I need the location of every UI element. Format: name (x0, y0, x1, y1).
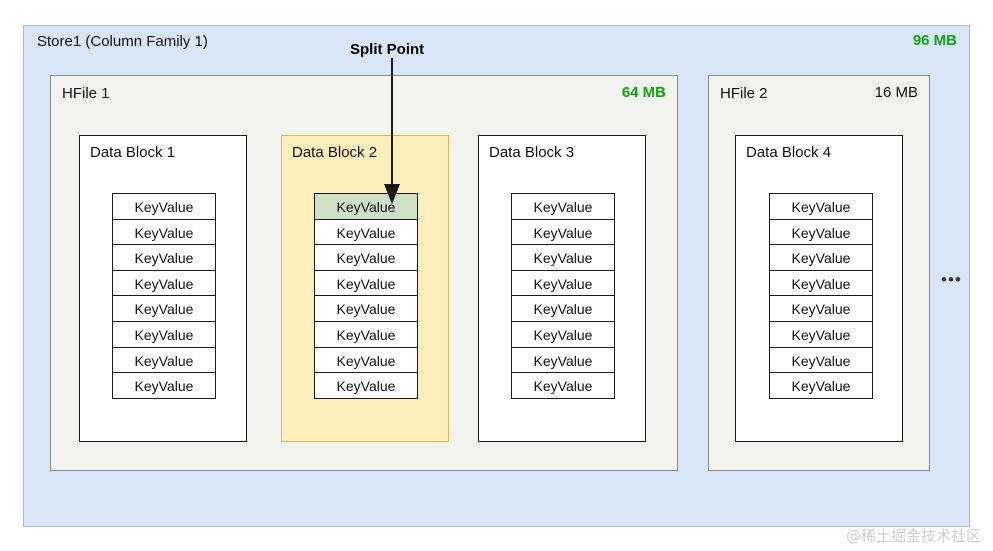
keyvalue-cell: KeyValue (314, 295, 418, 323)
keyvalue-cell: KeyValue (511, 295, 615, 323)
hfile-2-title: HFile 2 (720, 85, 768, 102)
keyvalue-cell: KeyValue (112, 269, 216, 297)
keyvalue-cell: KeyValue (112, 346, 216, 374)
keyvalue-cell: KeyValue (314, 372, 418, 400)
keyvalue-cell: KeyValue (511, 193, 615, 220)
keyvalue-cell-split: KeyValue (314, 193, 418, 220)
keyvalue-cell: KeyValue (769, 269, 873, 297)
more-hfiles-ellipsis: ••• (941, 270, 962, 289)
keyvalue-cell: KeyValue (314, 218, 418, 246)
data-block-4-title: Data Block 4 (746, 144, 832, 161)
keyvalue-cell: KeyValue (769, 193, 873, 220)
store-title: Store1 (Column Family 1) (37, 33, 208, 50)
keyvalue-cell: KeyValue (112, 295, 216, 323)
keyvalue-cell: KeyValue (314, 321, 418, 349)
hfile-1-title: HFile 1 (62, 85, 110, 102)
keyvalue-cell: KeyValue (511, 346, 615, 374)
keyvalue-cell: KeyValue (314, 244, 418, 272)
keyvalue-cell: KeyValue (769, 244, 873, 272)
keyvalue-cell: KeyValue (769, 321, 873, 349)
data-block-1-title: Data Block 1 (90, 144, 176, 161)
keyvalue-cell: KeyValue (112, 372, 216, 400)
keyvalue-cell: KeyValue (511, 218, 615, 246)
keyvalue-cell: KeyValue (511, 244, 615, 272)
keyvalue-cell: KeyValue (769, 218, 873, 246)
keyvalue-cell: KeyValue (769, 372, 873, 400)
keyvalue-cell: KeyValue (112, 218, 216, 246)
store-size-label: 96 MB (912, 32, 957, 49)
keyvalue-cell: KeyValue (769, 346, 873, 374)
keyvalue-cell: KeyValue (314, 346, 418, 374)
hfile-1-size-label: 64 MB (621, 84, 666, 101)
data-block-2-title: Data Block 2 (292, 144, 378, 161)
split-point-arrow-icon (384, 58, 400, 204)
split-point-label: Split Point (350, 41, 425, 58)
watermark: @稀土掘金技术社区 (845, 527, 981, 545)
data-block-3-title: Data Block 3 (489, 144, 575, 161)
keyvalue-cell: KeyValue (112, 193, 216, 220)
keyvalue-cell: KeyValue (314, 269, 418, 297)
keyvalue-cell: KeyValue (511, 321, 615, 349)
keyvalue-cell: KeyValue (511, 269, 615, 297)
keyvalue-cell: KeyValue (112, 321, 216, 349)
hfile-2-size-label: 16 MB (874, 84, 918, 101)
keyvalue-cell: KeyValue (112, 244, 216, 272)
keyvalue-cell: KeyValue (769, 295, 873, 323)
keyvalue-cell: KeyValue (511, 372, 615, 400)
